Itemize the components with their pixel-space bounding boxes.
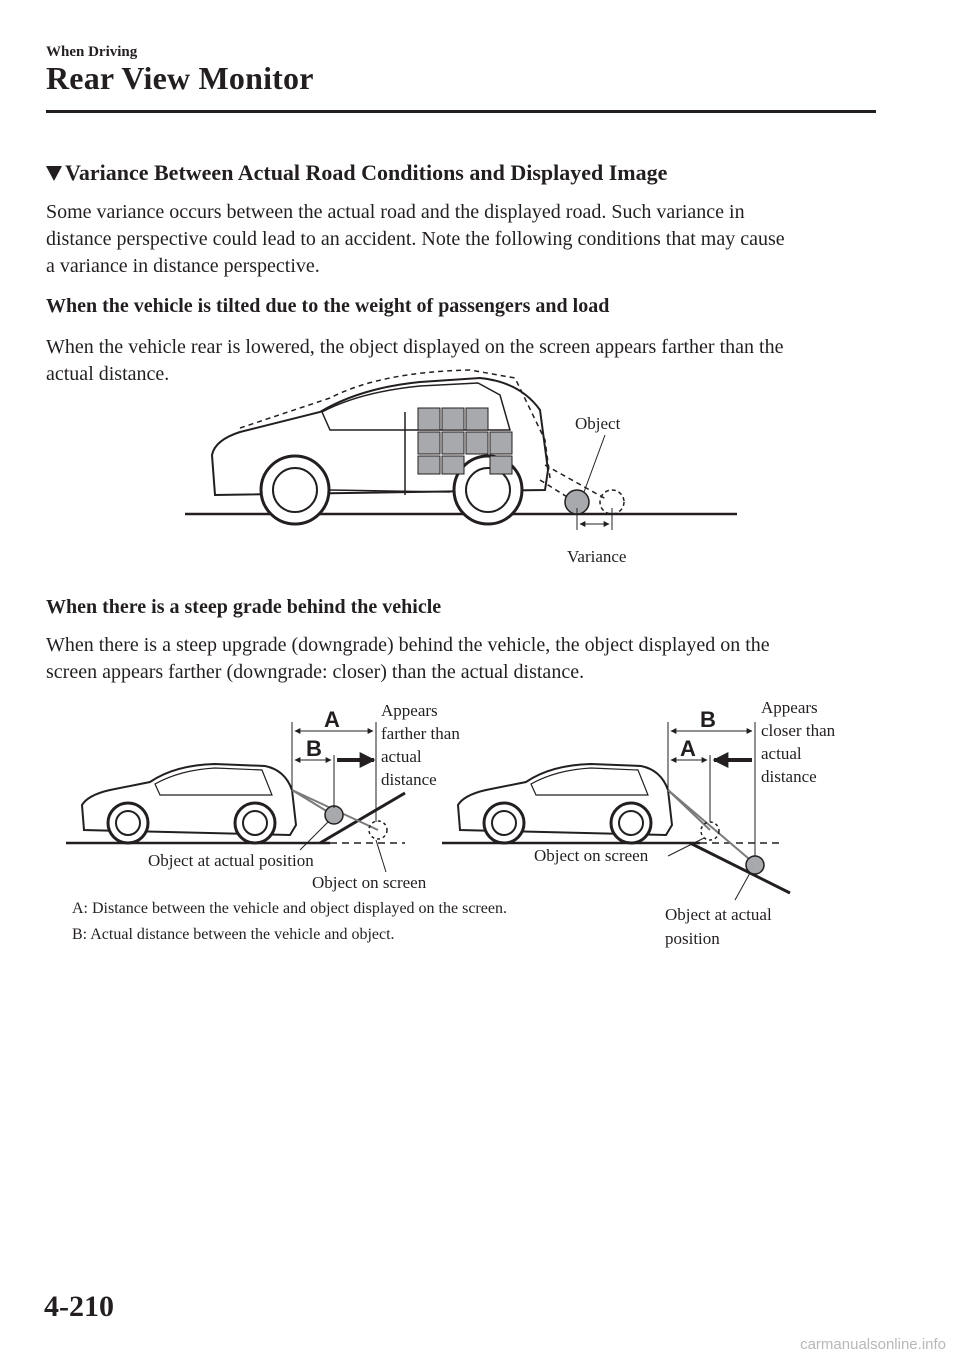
object-label: Object — [575, 414, 621, 433]
downgrade-slope — [689, 841, 791, 895]
label-b: B — [306, 736, 322, 761]
legend-b: B: Actual distance between the vehicle a… — [72, 926, 395, 943]
grade-line: When there is a steep upgrade (downgrade… — [46, 634, 770, 656]
intro-line: Some variance occurs between the actual … — [46, 201, 745, 223]
triangle-down-icon — [46, 165, 62, 181]
legend-a: A: Distance between the vehicle and obje… — [72, 900, 507, 917]
watermark: carmanualsonline.info — [800, 1336, 946, 1353]
appears-line: actual — [761, 744, 802, 763]
grade-heading: When there is a steep grade behind the v… — [46, 596, 442, 618]
car-side-icon — [80, 762, 298, 845]
label-b: B — [700, 707, 716, 732]
intro-line: distance perspective could lead to an ac… — [46, 228, 785, 250]
intro-line: a variance in distance perspective. — [46, 255, 320, 277]
appears-line: distance — [761, 767, 817, 786]
tilted-line: actual distance. — [46, 363, 170, 385]
load-boxes — [417, 407, 513, 475]
title-divider — [46, 110, 876, 113]
page-title: Rear View Monitor — [46, 60, 314, 96]
upgrade-figure: A B Appears farther than actual distance… — [66, 701, 460, 892]
tilted-heading: When the vehicle is tilted due to the we… — [46, 295, 610, 317]
intro-paragraph: Some variance occurs between the actual … — [46, 199, 876, 280]
object-actual-label: Object at actual — [665, 905, 772, 924]
object-actual-ball — [745, 855, 765, 875]
appears-line: closer than — [761, 721, 836, 740]
object-screen-ball — [368, 820, 388, 840]
tilted-paragraph: When the vehicle rear is lowered, the ob… — [46, 334, 876, 388]
chapter-label: When Driving — [46, 44, 138, 60]
section-heading: Variance Between Actual Road Conditions … — [46, 160, 667, 186]
object-actual-ball — [324, 805, 344, 825]
appears-line: Appears — [381, 701, 438, 720]
car-side-icon — [456, 762, 674, 845]
variance-label: Variance — [567, 547, 626, 566]
appears-line: farther than — [381, 724, 460, 743]
grade-line: screen appears farther (downgrade: close… — [46, 661, 585, 683]
tilted-figure: Object Variance — [185, 369, 737, 566]
displayed-object-ball — [599, 489, 625, 515]
tilted-line: When the vehicle rear is lowered, the ob… — [46, 336, 784, 358]
normal-outline — [239, 369, 551, 479]
object-actual-label: position — [665, 929, 720, 948]
appears-line: Appears — [761, 698, 818, 717]
label-a: A — [324, 707, 340, 732]
section-heading-text: Variance Between Actual Road Conditions … — [65, 160, 668, 185]
object-screen-label: Object on screen — [534, 846, 649, 865]
grade-paragraph: When there is a steep upgrade (downgrade… — [46, 632, 876, 686]
appears-line: distance — [381, 770, 437, 789]
upgrade-slope — [319, 791, 406, 845]
page-number: 4-210 — [44, 1290, 114, 1323]
label-a: A — [680, 736, 696, 761]
object-screen-label: Object on screen — [312, 873, 427, 892]
object-actual-label: Object at actual position — [148, 851, 314, 870]
downgrade-figure: B A Appears closer than actual distance … — [442, 698, 836, 948]
appears-line: actual — [381, 747, 422, 766]
